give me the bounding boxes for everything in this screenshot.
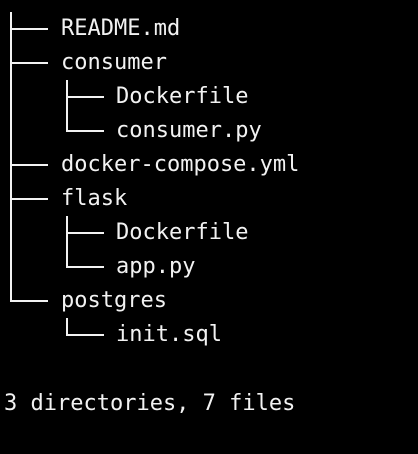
tree-branch-connector (0, 80, 418, 114)
tree-entry-name: docker-compose.yml (61, 152, 300, 177)
tree-line: init.sql (0, 318, 222, 352)
tree-summary: 3 directories, 7 files (4, 391, 296, 416)
tree-entry-name: app.py (116, 254, 196, 279)
tree-branch-connector (0, 284, 418, 318)
tree-line: consumer.py (0, 114, 262, 148)
tree-branch-connector (0, 46, 418, 80)
tree-branch-connector (0, 114, 418, 148)
tree-entry-name: flask (61, 186, 128, 211)
tree-line: postgres (0, 284, 167, 318)
tree-entry-name: consumer (61, 50, 167, 75)
tree-entry-name: consumer.py (116, 118, 262, 143)
tree-branch-connector (0, 148, 418, 182)
tree-entry-name: postgres (61, 288, 167, 313)
tree-line: flask (0, 182, 127, 216)
tree-branch-connector (0, 182, 418, 216)
tree-entry-name: Dockerfile (116, 220, 249, 245)
tree-entry-name: Dockerfile (116, 84, 249, 109)
tree-line: docker-compose.yml (0, 148, 299, 182)
tree-line: Dockerfile (0, 80, 248, 114)
terminal-window: . README.md consumer Dockerfile consumer… (0, 0, 299, 416)
tree-entry-name: init.sql (116, 322, 222, 347)
tree-branch-connector (0, 318, 418, 352)
tree-line: Dockerfile (0, 216, 248, 250)
tree-root: . (4, 0, 17, 10)
tree-line: consumer (0, 46, 167, 80)
tree-branch-connector (0, 250, 418, 284)
tree-line: app.py (0, 250, 195, 284)
tree-branch-connector (0, 12, 418, 46)
tree-branch-connector (0, 216, 418, 250)
tree-entry-name: README.md (61, 16, 181, 41)
tree-line: README.md (0, 12, 180, 46)
